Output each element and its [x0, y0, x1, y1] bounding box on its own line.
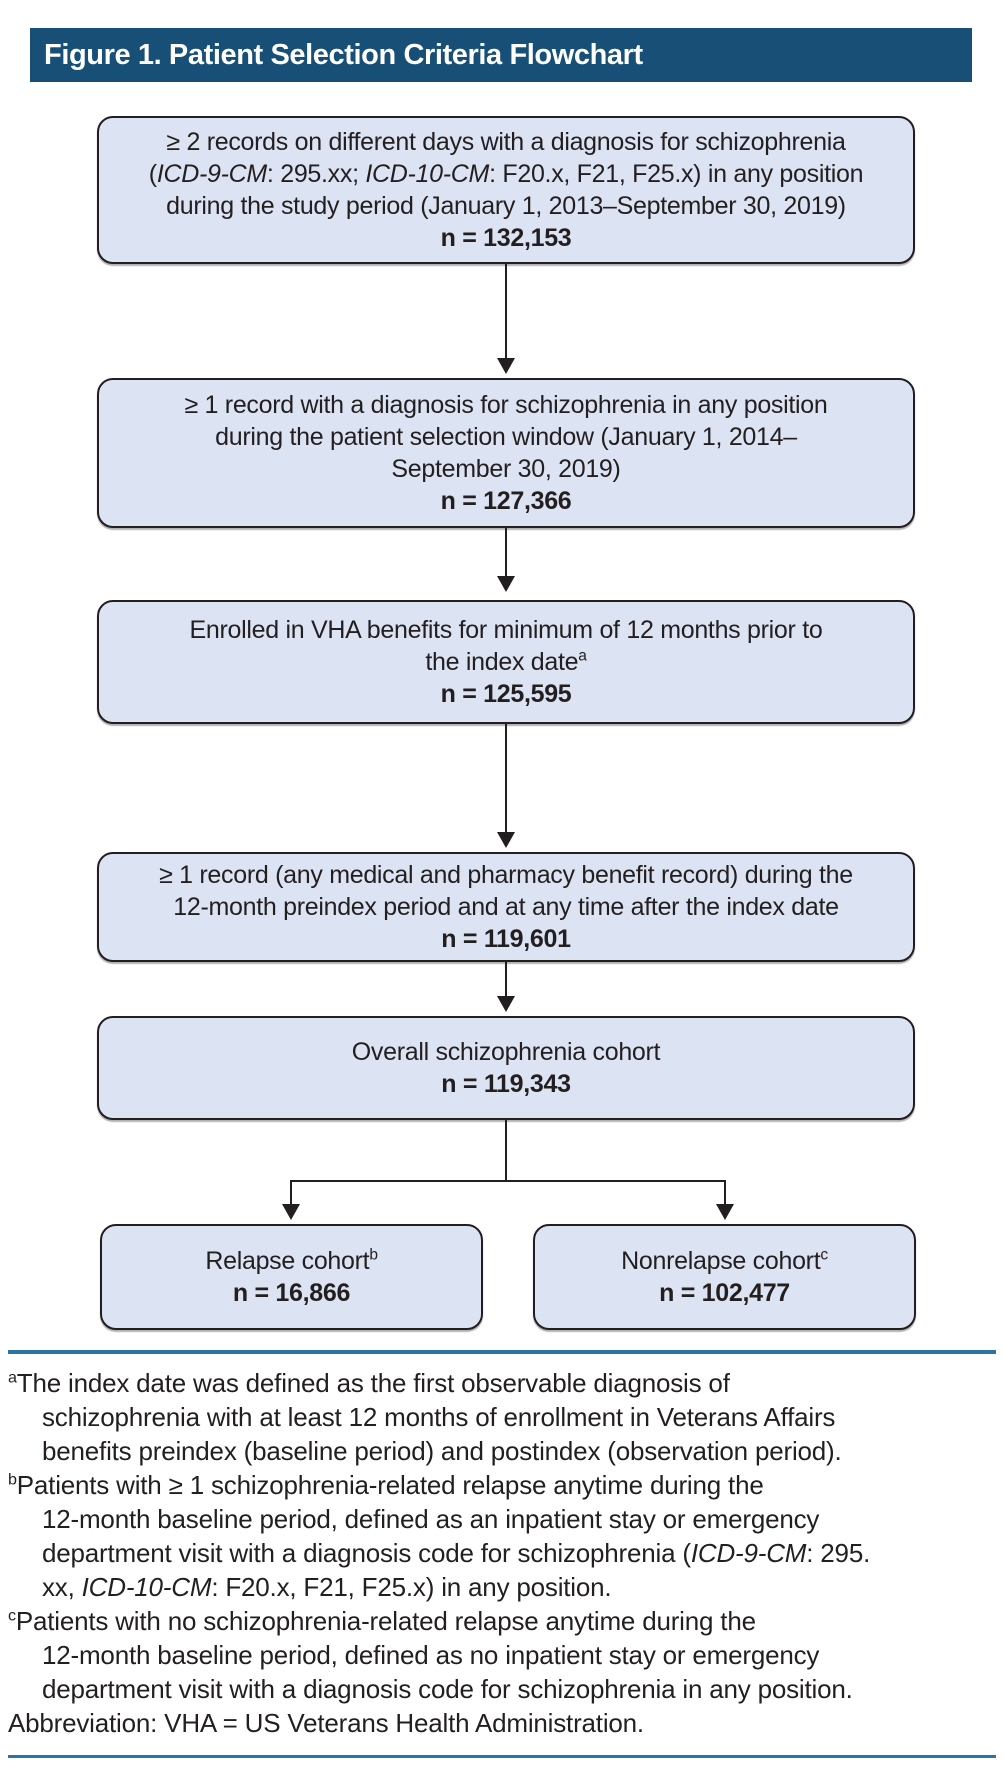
abbreviation-line: Abbreviation: VHA = US Veterans Health A… — [8, 1708, 644, 1738]
footnote-a: aThe index date was defined as the first… — [8, 1368, 842, 1466]
arrow-line-2 — [505, 528, 507, 576]
flow-box-text: Overall schizophrenia cohort — [351, 1038, 661, 1066]
flow-box-overall-cohort: Overall schizophrenia cohort n = 119,343 — [97, 1016, 915, 1120]
flow-box-n-value: n = 127,366 — [440, 487, 572, 515]
figure-bottom-rule — [8, 1755, 996, 1758]
arrow-head-right-branch — [716, 1204, 734, 1220]
arrow-head-left-branch — [282, 1204, 300, 1220]
flow-box-text: ≥ 2 records on different days with a dia… — [148, 128, 864, 220]
footnote-top-rule — [8, 1350, 996, 1354]
arrow-line-4 — [505, 962, 507, 996]
connector-branch-left — [290, 1180, 292, 1204]
figure-title-bar: Figure 1. Patient Selection Criteria Flo… — [30, 28, 972, 82]
flow-box-vha-enrollment: Enrolled in VHA benefits for minimum of … — [97, 600, 915, 724]
arrow-head-2 — [497, 576, 515, 592]
flow-box-benefit-record: ≥ 1 record (any medical and pharmacy ben… — [97, 852, 915, 962]
arrow-line-1 — [505, 264, 507, 358]
footnote-c: cPatients with no schizophrenia-related … — [8, 1606, 853, 1704]
flow-box-text: ≥ 1 record with a diagnosis for schizoph… — [184, 391, 828, 483]
flow-box-nonrelapse-cohort: Nonrelapse cohortc n = 102,477 — [533, 1224, 916, 1330]
connector-branch-right — [724, 1180, 726, 1204]
flow-box-text: Enrolled in VHA benefits for minimum of … — [189, 616, 823, 676]
flow-box-n-value: n = 102,477 — [659, 1279, 790, 1307]
flow-box-text: ≥ 1 record (any medical and pharmacy ben… — [159, 861, 853, 921]
flow-box-n-value: n = 119,601 — [441, 925, 571, 953]
flow-box-n-value: n = 16,866 — [232, 1279, 351, 1307]
arrow-head-1 — [497, 358, 515, 374]
arrow-line-3 — [505, 724, 507, 832]
arrow-head-3 — [497, 832, 515, 848]
flow-box-n-value: n = 125,595 — [440, 680, 572, 708]
footnote-b: bPatients with ≥ 1 schizophrenia-related… — [8, 1470, 871, 1602]
flow-box-selection-window: ≥ 1 record with a diagnosis for schizoph… — [97, 378, 915, 528]
flow-box-relapse-cohort: Relapse cohortb n = 16,866 — [100, 1224, 483, 1330]
flow-box-n-value: n = 119,343 — [441, 1070, 571, 1098]
flow-box-text: Relapse cohortb — [205, 1246, 378, 1275]
arrow-head-4 — [497, 996, 515, 1012]
connector-stem — [505, 1120, 507, 1182]
connector-horizontal — [290, 1180, 726, 1182]
figure-title: Figure 1. Patient Selection Criteria Flo… — [44, 38, 643, 71]
footnotes-block: aThe index date was defined as the first… — [8, 1366, 998, 1740]
flow-box-text: Nonrelapse cohortc — [621, 1246, 828, 1275]
flow-box-n-value: n = 132,153 — [440, 224, 572, 252]
flow-box-diagnosis-records: ≥ 2 records on different days with a dia… — [97, 116, 915, 264]
